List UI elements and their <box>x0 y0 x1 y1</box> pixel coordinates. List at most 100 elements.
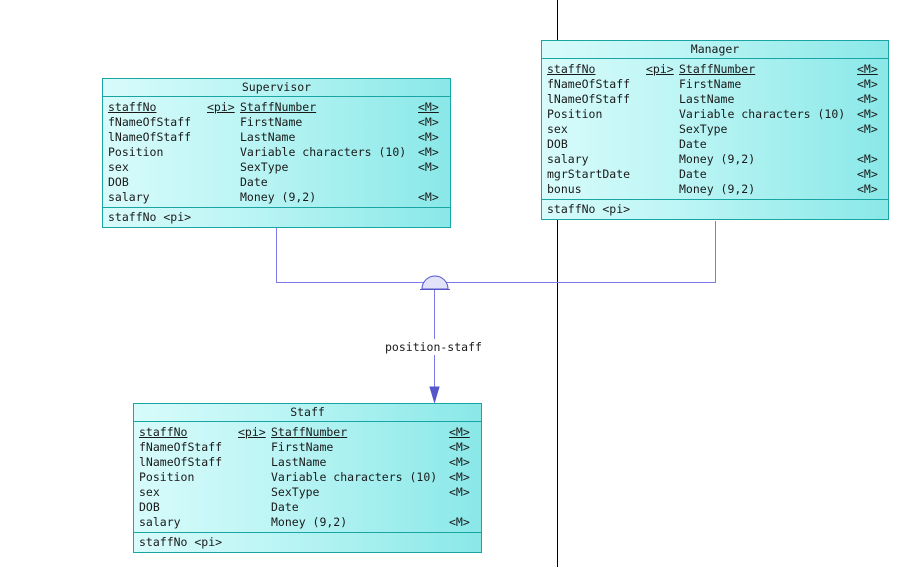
attribute-row[interactable]: staffNo <pi> StaffNumber <M> <box>139 425 481 440</box>
attribute-mandatory: <M> <box>857 122 878 136</box>
attribute-type: Money (9,2) <box>271 515 348 529</box>
attribute-name: staffNo <box>139 425 188 439</box>
attribute-type: LastName <box>240 130 296 144</box>
attribute-type: FirstName <box>271 440 334 454</box>
attribute-name: lNameOfStaff <box>547 92 631 106</box>
attribute-type: StaffNumber <box>240 100 317 114</box>
entity-title: Supervisor <box>103 79 450 97</box>
attribute-row[interactable]: DOB Date <box>547 137 888 152</box>
attribute-name: staffNo <box>547 62 596 76</box>
identifier-section: staffNo <pi> <box>547 202 631 216</box>
attribute-mandatory: <M> <box>418 130 439 144</box>
attribute-list: staffNo <pi> StaffNumber <M> fNameOfStaff Fir… <box>103 97 450 208</box>
attribute-mandatory: <M> <box>418 145 439 159</box>
attribute-type: Date <box>240 175 268 189</box>
attribute-type: SexType <box>679 122 728 136</box>
identifier-section: staffNo <pi> <box>139 535 223 549</box>
attribute-mandatory: <M> <box>418 115 439 129</box>
attribute-row[interactable]: bonus Money (9,2) <M> <box>547 182 888 197</box>
attribute-row[interactable]: salary Money (9,2) <M> <box>139 515 481 530</box>
attribute-name: sex <box>139 485 160 499</box>
attribute-row[interactable]: staffNo<pi>StaffNumber<M> <box>547 62 888 77</box>
attribute-name: DOB <box>108 175 129 189</box>
attribute-row[interactable]: salary Money (9,2) <M> <box>547 152 888 167</box>
attribute-name: sex <box>108 160 129 174</box>
attribute-mandatory: <M> <box>449 425 470 439</box>
attribute-mandatory: <M> <box>449 470 470 484</box>
entity-title: Manager <box>542 41 888 59</box>
attribute-mandatory: <M> <box>449 485 470 499</box>
attribute-mandatory: <M> <box>857 167 878 181</box>
attribute-type: Money (9,2) <box>679 152 756 166</box>
attribute-name: staffNo <box>108 100 157 114</box>
entity-staff[interactable]: Staff staffNo<pi>StaffNumber<M>fNameOfSt… <box>133 403 482 553</box>
entity-manager[interactable]: Manager staffNo<pi>StaffNumber<M>fNameOf… <box>541 40 889 220</box>
attribute-type: LastName <box>271 455 327 469</box>
entity-title: Staff <box>134 404 481 422</box>
attribute-type: FirstName <box>679 77 742 91</box>
attribute-row[interactable]: sex SexType <M> <box>547 122 888 137</box>
manager-link-line <box>435 221 716 283</box>
entity-supervisor[interactable]: Supervisor staffNo<pi>StaffNumber<M>fNam… <box>102 78 451 228</box>
attribute-row[interactable]: fNameOfStaff FirstName <M> <box>547 77 888 92</box>
identifier-section: staffNo <pi> <box>108 210 192 224</box>
attribute-name: lNameOfStaff <box>108 130 192 144</box>
attribute-row[interactable]: DOB Date <box>108 175 450 190</box>
attribute-type: Date <box>271 500 299 514</box>
attribute-row[interactable]: lNameOfStaff LastName <M> <box>108 130 450 145</box>
attribute-row[interactable]: mgrStartDate Date <M> <box>547 167 888 182</box>
attribute-mandatory: <M> <box>857 107 878 121</box>
attribute-key: <pi> <box>207 100 235 114</box>
attribute-name: bonus <box>547 182 582 196</box>
attribute-name: sex <box>547 122 568 136</box>
attribute-type: StaffNumber <box>271 425 348 439</box>
attribute-name: DOB <box>547 137 568 151</box>
attribute-type: FirstName <box>240 115 303 129</box>
attribute-name: lNameOfStaff <box>139 455 223 469</box>
attribute-name: salary <box>547 152 589 166</box>
supervisor-link-line <box>276 228 435 283</box>
attribute-type: Date <box>679 137 707 151</box>
attribute-type: StaffNumber <box>679 62 756 76</box>
attribute-type: Variable characters (10) <box>679 107 846 121</box>
attribute-mandatory: <M> <box>857 77 878 91</box>
attribute-type: Date <box>679 167 707 181</box>
attribute-row[interactable]: staffNo <pi> StaffNumber <M> <box>108 100 450 115</box>
attribute-row[interactable]: sex SexType <M> <box>139 485 481 500</box>
attribute-type: Money (9,2) <box>240 190 317 204</box>
attribute-name: salary <box>139 515 181 529</box>
inheritance-label: position-staff <box>385 339 482 355</box>
attribute-row[interactable]: lNameOfStaff LastName <M> <box>547 92 888 107</box>
attribute-mandatory: <M> <box>857 182 878 196</box>
attribute-mandatory: <M> <box>857 92 878 106</box>
attribute-mandatory: <M> <box>449 440 470 454</box>
attribute-row[interactable]: Position Variable characters (10) <M> <box>108 145 450 160</box>
attribute-mandatory: <M> <box>418 100 439 114</box>
attribute-type: LastName <box>679 92 735 106</box>
attribute-mandatory: <M> <box>418 190 439 204</box>
attribute-name: fNameOfStaff <box>108 115 192 129</box>
attribute-name: Position <box>547 107 603 121</box>
attribute-name: Position <box>108 145 164 159</box>
attribute-name: mgrStartDate <box>547 167 631 181</box>
attribute-name: fNameOfStaff <box>547 77 631 91</box>
attribute-key: <pi> <box>646 62 674 76</box>
attribute-type: Variable characters (10) <box>240 145 407 159</box>
attribute-type: SexType <box>271 485 320 499</box>
attribute-type: Money (9,2) <box>679 182 756 196</box>
attribute-mandatory: <M> <box>449 515 470 529</box>
attribute-row[interactable]: Position Variable characters (10) <M> <box>547 107 888 122</box>
attribute-name: Position <box>139 470 195 484</box>
arrowhead-icon <box>429 386 440 404</box>
attribute-key: <pi> <box>238 425 266 439</box>
attribute-mandatory: <M> <box>857 152 878 166</box>
attribute-row[interactable]: fNameOfStaff FirstName <M> <box>108 115 450 130</box>
attribute-name: DOB <box>139 500 160 514</box>
attribute-row[interactable]: DOB Date <box>139 500 481 515</box>
